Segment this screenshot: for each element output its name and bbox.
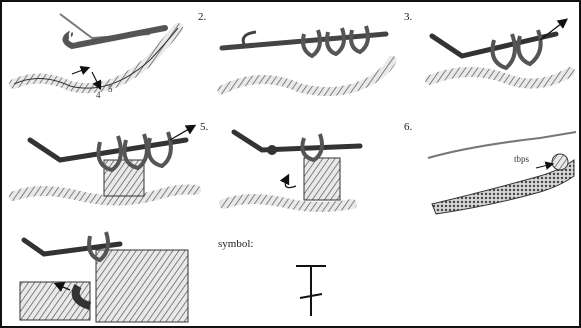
step-label-5: 5. bbox=[200, 121, 209, 133]
step-label-2: 2. bbox=[198, 11, 207, 23]
symbol-label: symbol: bbox=[218, 238, 253, 250]
step-label-3: 3. bbox=[404, 11, 413, 23]
svg-text:5: 5 bbox=[108, 84, 113, 94]
step-label-6: 6. bbox=[404, 121, 413, 133]
svg-text:4: 4 bbox=[96, 90, 101, 100]
hook-label: tbps bbox=[514, 154, 530, 164]
